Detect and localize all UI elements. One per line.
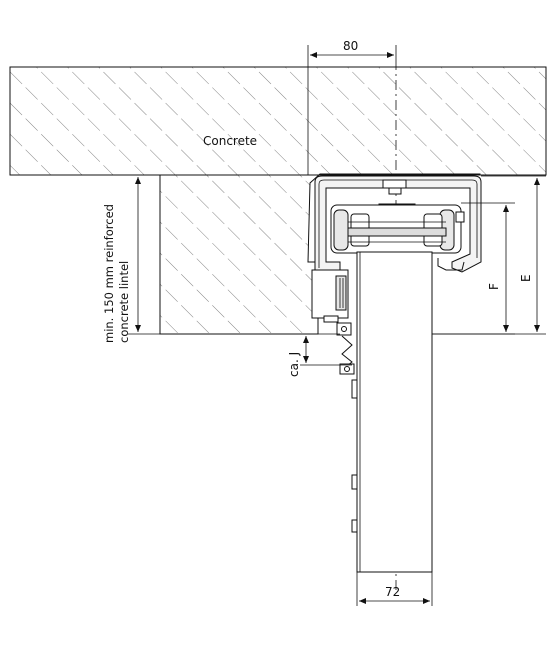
dimension-72-label: 72	[385, 585, 400, 599]
dimension-j	[300, 333, 352, 366]
left-bracket	[311, 269, 349, 323]
lintel-label-line1: min. 150 mm reinforced	[102, 204, 116, 343]
lintel-label-line2: concrete lintel	[117, 261, 131, 343]
lintel-dimension	[128, 174, 160, 335]
dimension-80	[307, 45, 397, 175]
concrete-label: Concrete	[203, 134, 257, 148]
carrier-trolley	[330, 204, 465, 254]
concrete-section	[9, 66, 547, 335]
dimension-80-label: 80	[343, 39, 358, 53]
dimension-f-label: F	[487, 283, 501, 290]
dimension-72	[356, 572, 433, 606]
right-hook	[437, 258, 465, 271]
dimension-e-label: E	[519, 274, 533, 282]
dimension-e	[432, 175, 546, 335]
dimension-j-label: ca. J	[287, 352, 301, 377]
curtain-panel	[351, 251, 433, 573]
clip-hanger	[336, 322, 355, 375]
